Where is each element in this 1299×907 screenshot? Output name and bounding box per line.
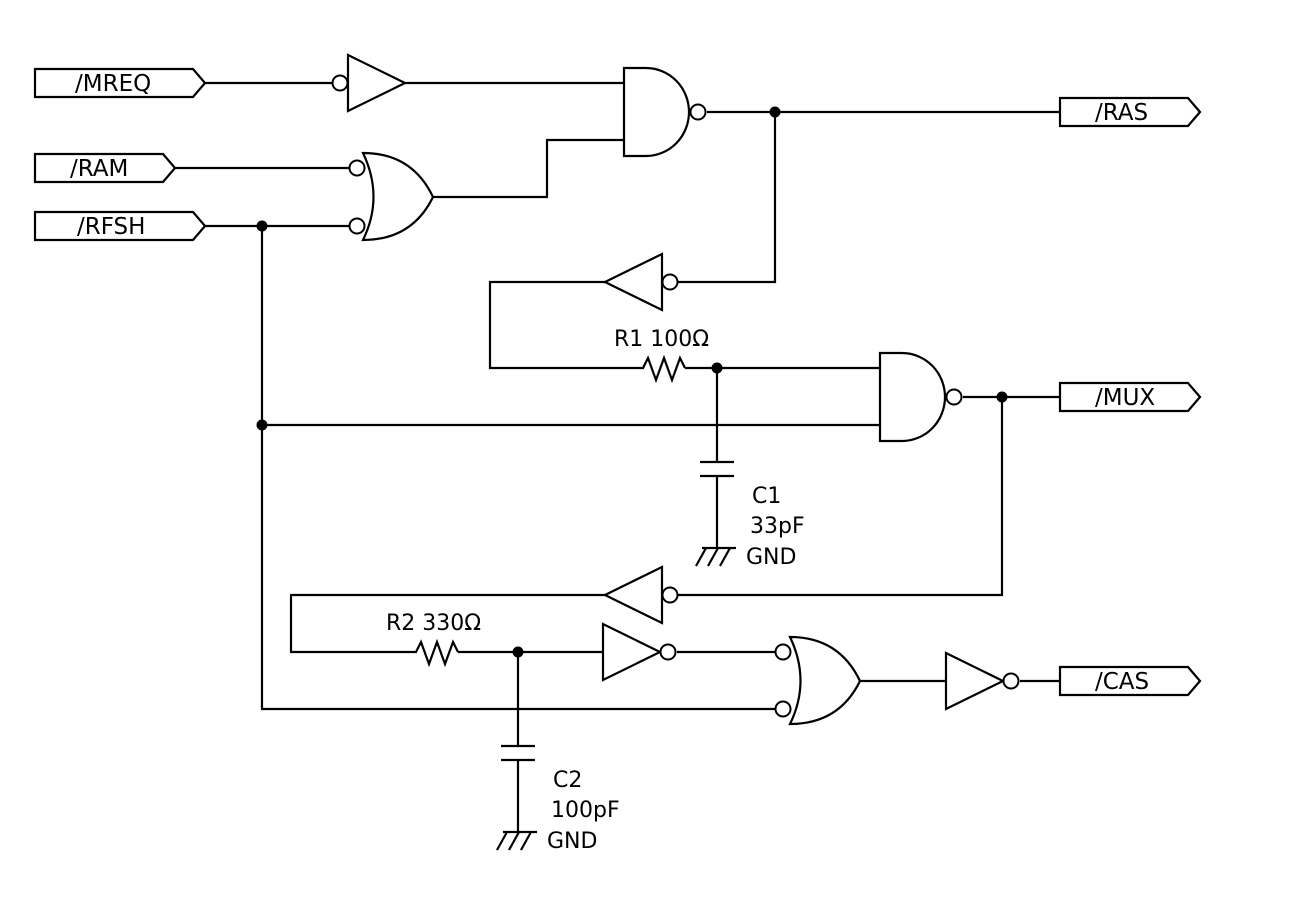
resistor-r1: [637, 354, 686, 384]
port-ras: /RAS: [1058, 96, 1202, 128]
port-ram-label: /RAM: [70, 156, 128, 182]
junction-mux: [996, 391, 1008, 403]
capacitor-c1: [700, 460, 734, 478]
wire-or1-nand1: [433, 138, 624, 199]
port-ras-label: /RAS: [1095, 100, 1148, 126]
capacitor-c1-value: 33pF: [750, 514, 805, 539]
inverter-cas: [944, 651, 1020, 711]
wire-rfsh-trunk: [260, 226, 775, 711]
capacitor-c2-value: 100pF: [551, 798, 620, 823]
resistor-r1-label: R1 100Ω: [614, 327, 709, 352]
ground-icon: [496, 830, 537, 851]
nand-gate-mux: [878, 351, 963, 443]
ground-c2-label: GND: [547, 829, 597, 854]
junction-ras: [769, 106, 781, 118]
port-ram: /RAM: [33, 152, 177, 184]
buffer-mreq: [331, 53, 408, 113]
port-mux: /MUX: [1058, 381, 1202, 413]
port-mreq-label: /MREQ: [75, 71, 151, 97]
junction-rfsh-mid: [256, 419, 268, 431]
ground-icon: [695, 546, 736, 567]
wire-mux-feedback: [678, 397, 1004, 597]
junctions: [256, 106, 1008, 658]
inverter-mux-feedback: [602, 565, 679, 625]
port-rfsh-label: /RFSH: [77, 214, 145, 240]
port-cas: /CAS: [1058, 665, 1202, 697]
port-cas-label: /CAS: [1095, 669, 1149, 695]
junction-r1-c1: [711, 362, 723, 374]
wires: [175, 81, 1060, 832]
resistor-r2-label: R2 330Ω: [386, 611, 481, 636]
nand-gate-ras: [622, 66, 707, 158]
capacitor-c2: [501, 744, 535, 762]
capacitor-c2-ref: C2: [553, 768, 582, 793]
port-rfsh: /RFSH: [33, 210, 207, 242]
junction-r2-c2: [512, 646, 524, 658]
junction-rfsh-top: [256, 220, 268, 232]
or-gate-2: [774, 635, 862, 726]
port-mux-label: /MUX: [1095, 385, 1155, 411]
capacitor-c1-ref: C1: [752, 484, 781, 509]
port-mreq: /MREQ: [33, 67, 207, 99]
wire-ras-feedback: [678, 112, 777, 284]
wire-inv3-r2: [289, 593, 605, 654]
inverter-r2: [601, 622, 677, 682]
wire-inv2-r1: [488, 280, 637, 370]
inverter-ras-feedback: [602, 252, 679, 312]
resistor-r2: [410, 638, 459, 668]
or-gate-1: [348, 151, 435, 242]
ground-c1-label: GND: [746, 545, 796, 570]
